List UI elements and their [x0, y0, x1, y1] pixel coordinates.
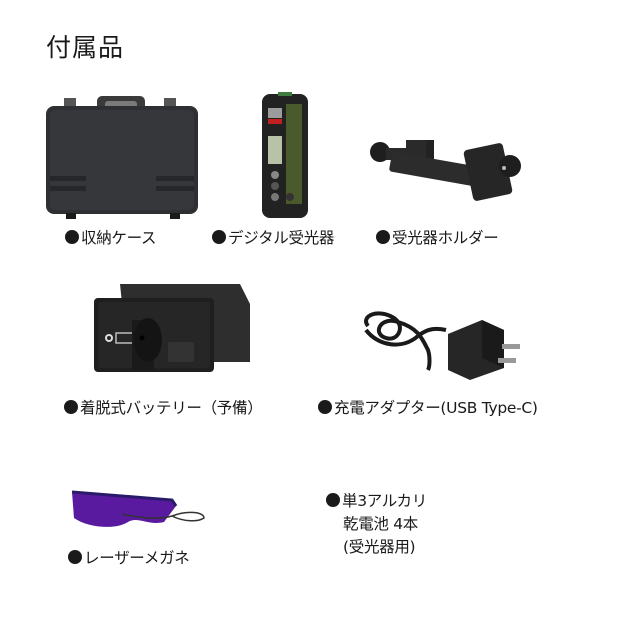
digital-receiver-icon [262, 92, 308, 218]
bullet-icon [326, 493, 340, 507]
item-label: デジタル受光器 [212, 226, 334, 248]
item-label: レーザーメガネ [68, 546, 190, 568]
bullet-icon [65, 230, 79, 244]
charging-adapter-icon [364, 311, 520, 380]
bullet-icon [212, 230, 226, 244]
bullet-icon [318, 400, 332, 414]
carrying-case-icon [46, 96, 198, 219]
page-title: 付属品 [46, 33, 125, 62]
item-label: 受光器ホルダー [376, 226, 499, 248]
item-label: 着脱式バッテリー（予備） [64, 396, 263, 418]
bullet-icon [68, 550, 82, 564]
detachable-battery-icon [94, 284, 250, 372]
bullet-icon [376, 230, 390, 244]
item-label: 充電アダプター(USB Type-C) [318, 396, 538, 418]
bullet-icon [64, 400, 78, 414]
item-label: 単3アルカリ 乾電池 4本 (受光器用) [326, 490, 427, 559]
receiver-holder-icon [370, 140, 521, 201]
laser-glasses-icon [71, 490, 205, 527]
item-label: 収納ケース [65, 226, 157, 248]
